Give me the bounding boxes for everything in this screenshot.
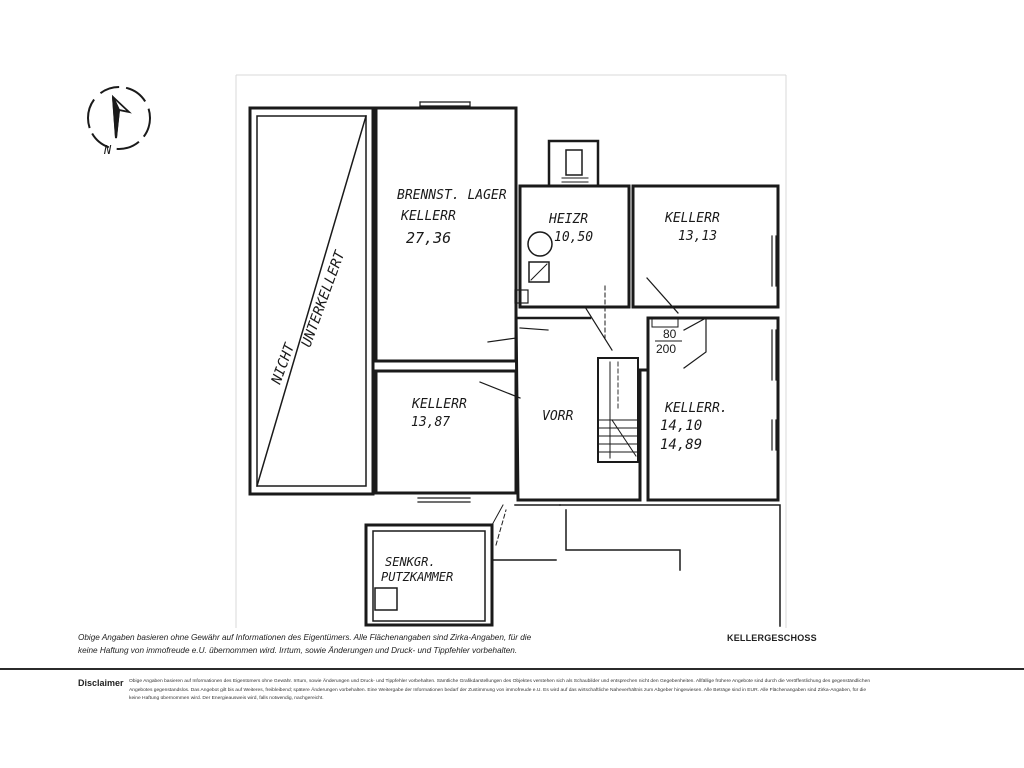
north-compass-icon: N: [87, 86, 151, 157]
floor-title: KELLERGESCHOSS: [727, 633, 817, 643]
label-nicht: NICHT: [268, 340, 298, 387]
label-senkgrube: SENKGR.: [385, 555, 436, 569]
label-brennstofflager: BRENNST. LAGER: [397, 188, 507, 203]
scan-sheet-edges: [235, 74, 787, 628]
area-heizraum: 10,50: [554, 230, 593, 245]
nicht-unterkellert-area: [248, 106, 375, 496]
plan-walls: [248, 101, 781, 627]
label-kellerraum-brennstoff: KELLERR: [400, 209, 456, 224]
label-putzkammer: PUTZKAMMER: [381, 570, 453, 584]
staircase: [597, 357, 639, 463]
area-keller-ost-2: 14,89: [660, 437, 702, 453]
label-keller-ost: KELLERR.: [664, 401, 728, 416]
room-keller-sued: [374, 369, 518, 495]
disclaimer-text: Obige Angaben basieren auf Informationen…: [129, 679, 871, 701]
area-brennstofflager: 27,36: [406, 229, 451, 247]
label-vorraum: VORR: [542, 409, 573, 424]
room-heizraum: [518, 184, 631, 309]
area-keller-ost-1: 14,10: [660, 418, 702, 434]
room-brennstofflager: [374, 106, 518, 363]
door-height-dimension: 200: [656, 342, 676, 356]
area-keller-nordost: 13,13: [678, 229, 717, 244]
label-heizraum: HEIZR: [548, 212, 588, 227]
label-keller-nordost: KELLERR: [664, 211, 720, 226]
room-vorraum: [514, 310, 650, 502]
label-unterkellert: UNTERKELLERT: [299, 247, 349, 349]
room-keller-ost: [646, 316, 780, 502]
disclaimer-label: Disclaimer: [78, 678, 124, 688]
area-keller-sued: 13,87: [411, 415, 450, 430]
divider-line: [0, 668, 1024, 670]
room-keller-nordost: [631, 184, 780, 309]
floor-plan-drawing: N: [87, 74, 787, 628]
label-keller-sued: KELLERR: [411, 397, 467, 412]
door-width-dimension: 80: [663, 327, 677, 341]
compass-north-letter: N: [103, 143, 112, 157]
room-senkgrube: [364, 523, 494, 627]
plan-caption: Obige Angaben basieren ohne Gewähr auf I…: [78, 633, 532, 655]
